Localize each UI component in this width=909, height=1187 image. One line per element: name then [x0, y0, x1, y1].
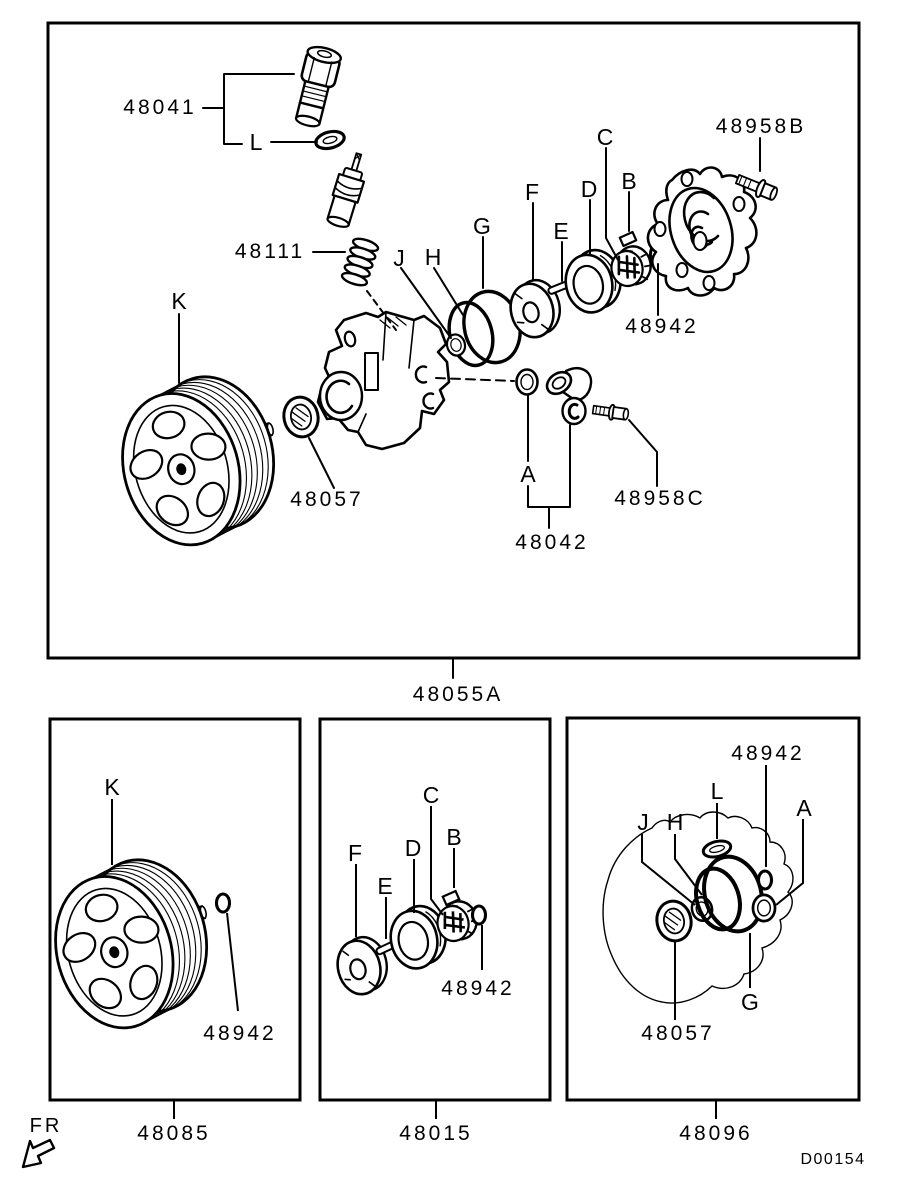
main-leader-lines: [178, 73, 761, 679]
callout-H-main: H: [424, 244, 442, 270]
bolt-48958B: [734, 174, 779, 201]
cartridge-view: [330, 806, 488, 1119]
bolt-48958C: [591, 403, 630, 421]
callout-L-box3: L: [710, 778, 724, 804]
cartridge-view-border: [318, 717, 552, 1102]
drawing-number: D00154: [800, 1151, 866, 1168]
callout-L-main: L: [249, 129, 263, 155]
callout-C-box2: C: [422, 782, 440, 808]
callout-E-main: E: [553, 218, 569, 244]
pulley-box: [34, 842, 233, 1044]
callout-K-box1: K: [104, 774, 120, 800]
callout-F-main: F: [524, 179, 540, 205]
callout-E-box2: E: [377, 873, 393, 899]
callout-F-box2: F: [347, 840, 363, 866]
suction-elbow: [545, 367, 593, 426]
label-48041: 48041: [123, 96, 197, 119]
label-48111: 48111: [234, 240, 306, 263]
oring-48942-box2: [470, 904, 488, 926]
callout-K-main: K: [171, 288, 187, 314]
sealkit-view-border: [565, 716, 861, 1102]
callout-A-main: A: [520, 461, 536, 487]
pump-housing: [316, 310, 451, 451]
fr-label: FR: [29, 1115, 63, 1137]
label-48057-main: 48057: [290, 488, 364, 511]
label-48096: 48096: [679, 1122, 753, 1145]
oring-A-main: [515, 368, 539, 396]
pulley-main: [101, 359, 300, 561]
callout-H-box3: H: [666, 809, 684, 835]
valve-spool: [326, 152, 366, 228]
spring-48111: [340, 237, 380, 287]
callout-G-box3: G: [741, 989, 759, 1015]
callout-D-box2: D: [404, 835, 422, 861]
ring-J-main: [443, 331, 469, 359]
valve-plug-48041: [294, 45, 343, 128]
callout-B-box2: B: [446, 824, 462, 850]
seal-48057-box3: [651, 896, 697, 946]
vane-B-main: [618, 230, 638, 248]
oring-H-main: [447, 300, 495, 368]
rear-cover: [646, 166, 758, 297]
oring-48942-box3: [756, 869, 774, 891]
seal-48057-main: [278, 392, 324, 442]
callout-J-box3: J: [637, 809, 649, 835]
label-48958C: 48958C: [614, 487, 706, 510]
label-48942-box2: 48942: [441, 977, 515, 1000]
cartridge-view-leaders: [355, 806, 483, 1119]
plate-F-box2: [330, 931, 395, 1001]
label-48958B: 48958B: [715, 115, 807, 138]
callout-B-main: B: [621, 168, 637, 194]
fr-direction-arrow-icon: [21, 1138, 56, 1169]
label-48015: 48015: [399, 1122, 473, 1145]
pulley-view-leaders: [111, 799, 239, 1119]
label-48057-box3: 48057: [641, 1022, 715, 1045]
pump-ghost-outline: [602, 811, 794, 1004]
oring-48942-box1: [214, 892, 232, 914]
callout-J-main: J: [393, 245, 405, 271]
callout-G-main: G: [473, 213, 491, 239]
callout-C-main: C: [596, 124, 614, 150]
pulley-view: [34, 799, 239, 1119]
callout-D-main: D: [580, 176, 598, 202]
main-exploded-view: [101, 45, 779, 679]
label-48942-box1: 48942: [203, 1022, 277, 1045]
oring-A-box3: [751, 893, 777, 923]
label-48942-main: 48942: [625, 315, 699, 338]
callout-A-box3: A: [796, 795, 812, 821]
oring-L-main: [314, 129, 346, 151]
label-48942-box3: 48942: [731, 742, 805, 765]
sealkit-view-leaders: [641, 765, 804, 1119]
oring-L-box3: [701, 839, 733, 859]
label-48085: 48085: [137, 1122, 211, 1145]
label-48042: 48042: [515, 531, 589, 554]
label-48055A: 48055A: [412, 683, 504, 706]
sealkit-view: [602, 765, 804, 1119]
